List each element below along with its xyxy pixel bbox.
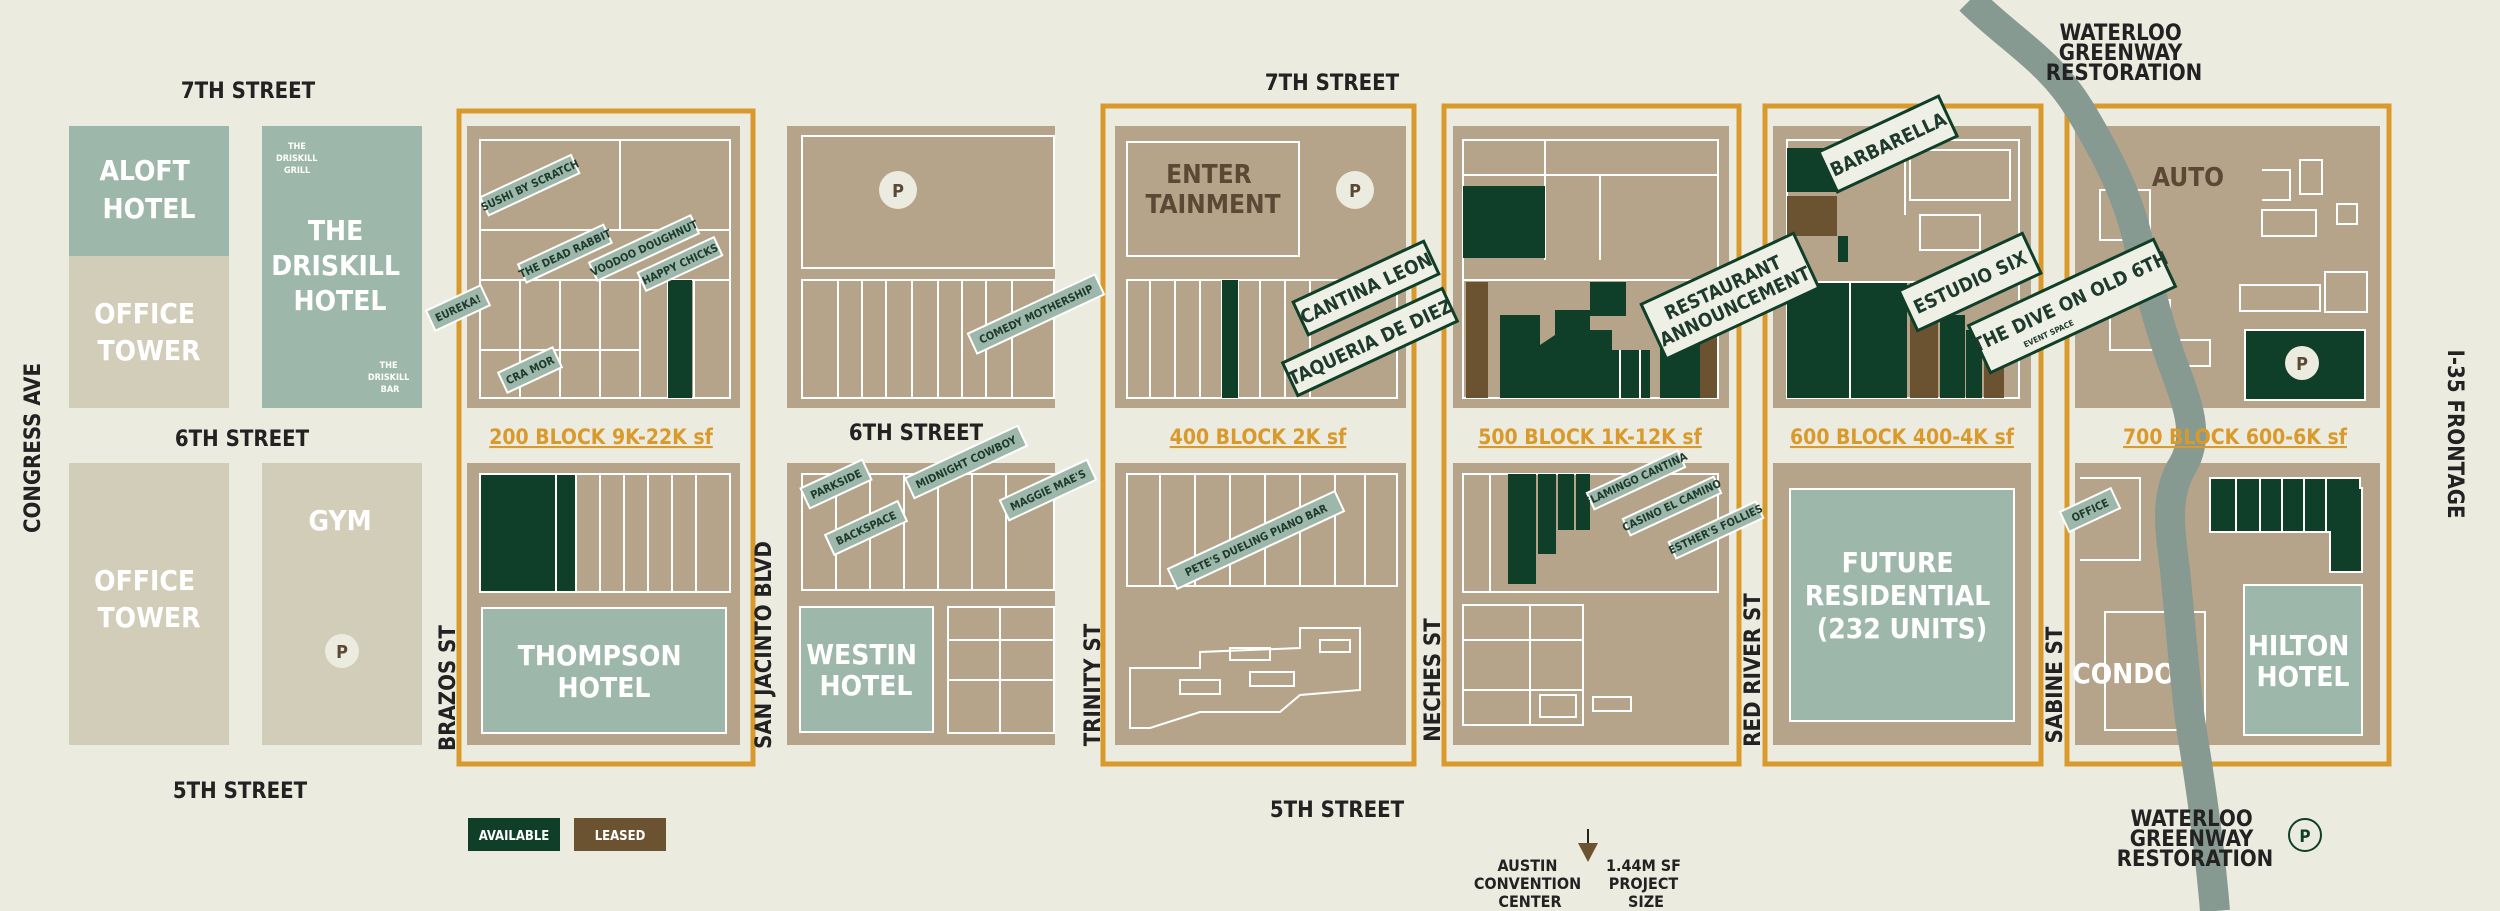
- street-label-san-jacinto: SAN JACINTO BLVD: [752, 541, 777, 749]
- leased-space-500: [1466, 282, 1488, 398]
- arrow-down-icon: [1578, 829, 1598, 862]
- outline-200-block: [456, 108, 756, 767]
- street-label-brazos: BRAZOS ST: [436, 625, 461, 751]
- waterloo-label-bottom: WATERLOO GREENWAY RESTORATION: [2117, 807, 2273, 872]
- street-label-7th-left: 7TH STREET: [181, 79, 316, 104]
- outline-700-block: [2064, 103, 2392, 767]
- block-700-label[interactable]: 700 BLOCK 600-6K sf: [2123, 425, 2348, 449]
- available-space-400: [1222, 280, 1238, 398]
- waterloo-greenway-creek: [1959, 0, 2230, 911]
- parking-icon: P: [1336, 171, 1374, 209]
- outline-600-block: [1762, 103, 2044, 767]
- office-tower-top-label: OFFICE TOWER: [94, 297, 204, 367]
- project-outlines: [456, 103, 2392, 767]
- entertainment-label: ENTER TAINMENT: [1145, 160, 1280, 220]
- block-500-label[interactable]: 500 BLOCK 1K-12K sf: [1478, 425, 1702, 449]
- future-residential-block: [1789, 488, 2015, 722]
- street-label-6th-center: 6TH STREET: [849, 421, 984, 446]
- office-tower-bottom-label: OFFICE TOWER: [94, 564, 204, 634]
- available-space-700-b: [2209, 477, 2363, 573]
- svg-text:P: P: [2299, 827, 2310, 847]
- auto-label: AUTO: [2152, 163, 2224, 193]
- outline-500-block: [1441, 103, 1742, 767]
- street-label-7th-center: 7TH STREET: [1265, 71, 1400, 96]
- legend-available-swatch: [468, 818, 560, 851]
- thompson-hotel-label: THOMPSON HOTEL: [518, 639, 691, 704]
- legend-available-label: AVAILABLE: [479, 829, 550, 844]
- aloft-hotel-label: ALOFT HOTEL: [99, 154, 198, 225]
- parking-icon: P: [879, 171, 917, 209]
- street-label-sabine: SABINE ST: [2043, 626, 2068, 743]
- svg-text:P: P: [1349, 181, 1361, 202]
- aloft-hotel-block: [69, 126, 229, 256]
- leased-space-600: [1787, 196, 1837, 236]
- project-size-label: 1.44M SF PROJECT SIZE: [1606, 856, 1686, 911]
- outline-400-block: [1100, 103, 1417, 767]
- block-600-label[interactable]: 600 BLOCK 400-4K sf: [1790, 425, 2015, 449]
- block-200: THOMPSON HOTEL: [467, 126, 740, 745]
- street-label-5th-center: 5TH STREET: [1270, 798, 1405, 823]
- available-space-500-a: [1463, 186, 1545, 258]
- block-400-label[interactable]: 400 BLOCK 2K sf: [1170, 425, 1347, 449]
- westin-hotel-label: WESTIN HOTEL: [806, 638, 926, 702]
- driskill-hotel-block: [262, 126, 422, 408]
- driskill-hotel-label: THE DRISKILL HOTEL: [271, 214, 409, 317]
- street-label-5th-left: 5TH STREET: [173, 779, 308, 804]
- available-space-200-south: [480, 474, 576, 592]
- office-tower-bottom-block: [69, 463, 229, 745]
- street-label-trinity: TRINITY ST: [1081, 623, 1106, 746]
- block-400: ENTER TAINMENT P: [1115, 126, 1406, 745]
- map-legend: AVAILABLE LEASED: [468, 818, 666, 851]
- street-label-congress: CONGRESS AVE: [21, 363, 46, 533]
- available-space-200-north: [668, 280, 692, 398]
- legend-leased-swatch: [574, 818, 666, 851]
- hilton-hotel-block: [2243, 584, 2363, 736]
- gym-block: [262, 463, 422, 745]
- svg-text:P: P: [336, 642, 348, 663]
- driskill-bar-label: THE DRISKILL BAR: [368, 361, 412, 395]
- driskill-grill-label: THE DRISKILL GRILL: [276, 142, 320, 176]
- block-200-label[interactable]: 200 BLOCK 9K-22K sf: [489, 425, 713, 449]
- street-label-i35: I-35 FRONTAGE: [2442, 349, 2467, 518]
- thompson-hotel-block: [481, 607, 727, 734]
- parking-icon: P: [2285, 346, 2319, 380]
- parking-icon: P: [2288, 818, 2322, 852]
- westin-hotel-block: [799, 606, 934, 733]
- future-residential-label: FUTURE RESIDENTIAL (232 UNITS): [1805, 546, 1999, 645]
- street-label-red-river: RED RIVER ST: [1741, 593, 1766, 747]
- svg-text:P: P: [2296, 354, 2308, 375]
- gym-label: GYM: [308, 504, 371, 537]
- street-label-neches: NECHES ST: [1421, 618, 1446, 742]
- svg-text:P: P: [892, 181, 904, 202]
- hilton-hotel-label: HILTON HOTEL: [2248, 629, 2358, 693]
- parking-icon: P: [325, 634, 359, 668]
- austin-convention-center-label: AUSTIN CONVENTION CENTER: [1474, 856, 1586, 911]
- available-space-600-b: [1787, 282, 1907, 398]
- street-label-6th-left: 6TH STREET: [175, 427, 310, 452]
- block-700: P AUTO CONDOS HILTON HOTEL: [2072, 126, 2380, 745]
- legend-leased-label: LEASED: [595, 829, 646, 844]
- office-tower-top-block: [69, 256, 229, 408]
- available-space-500-b: [1500, 310, 1650, 398]
- waterloo-label-top: WATERLOO GREENWAY RESTORATION: [2046, 21, 2202, 86]
- left-context-blocks: ALOFT HOTEL OFFICE TOWER THE DRISKILL HO…: [69, 126, 422, 745]
